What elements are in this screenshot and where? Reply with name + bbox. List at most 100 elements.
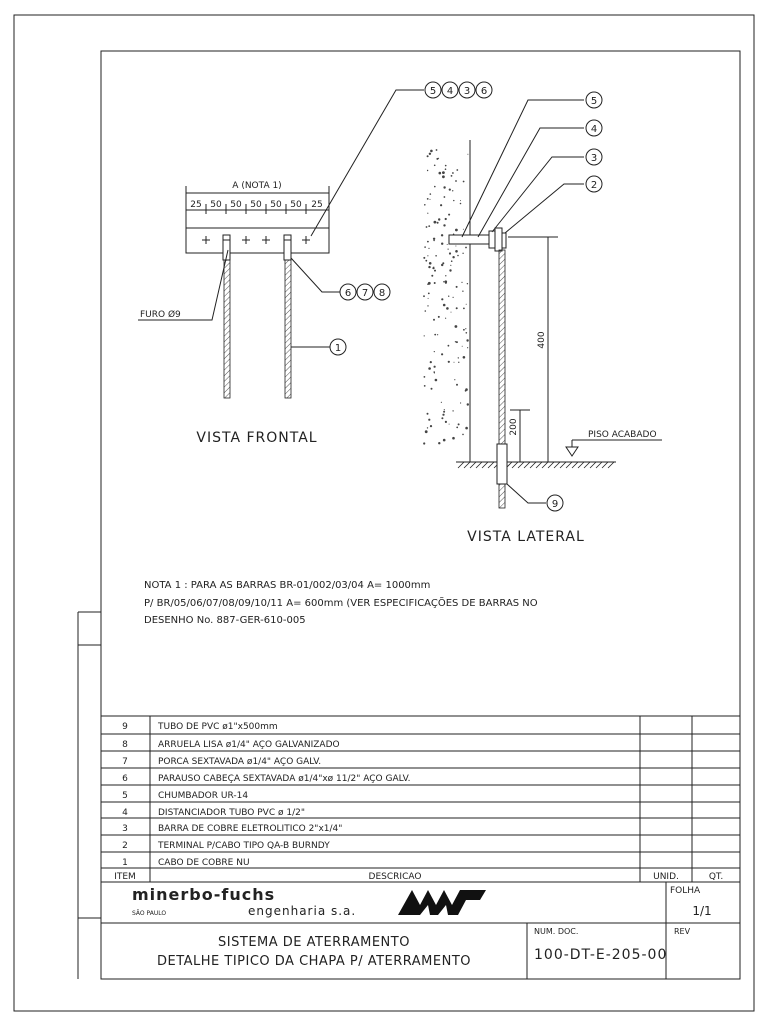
concrete-speck: [441, 298, 444, 301]
front-view-title: VISTA FRONTAL: [196, 430, 317, 446]
concrete-speck: [441, 242, 444, 245]
ground-hatch-line: [469, 461, 477, 469]
concrete-speck: [435, 255, 437, 257]
concrete-speck: [441, 353, 444, 356]
concrete-speck: [427, 212, 429, 214]
concrete-speck: [432, 267, 435, 270]
concrete-speck: [465, 328, 467, 330]
concrete-speck: [455, 228, 458, 232]
concrete-speck: [447, 360, 450, 363]
concrete-speck: [441, 263, 444, 267]
concrete-speck: [426, 412, 429, 415]
part-description: BARRA DE COBRE ELETROLITICO 2"x1/4": [158, 824, 342, 834]
concrete-speck: [443, 281, 445, 283]
ground-hatch-line: [529, 461, 537, 469]
ground-hatch-line: [541, 461, 549, 469]
concrete-speck: [442, 303, 446, 307]
part-description: ARRUELA LISA ø1/4" AÇO GALVANIZADO: [158, 740, 340, 750]
concrete-speck: [455, 307, 458, 310]
concrete-speck: [426, 198, 429, 200]
header-qt: QT.: [709, 872, 723, 882]
concrete-speck: [446, 307, 449, 310]
header-desc: DESCRICAO: [369, 872, 422, 882]
part-item-number: 4: [122, 808, 128, 818]
header-item: ITEM: [114, 872, 136, 882]
concrete-speck: [462, 228, 464, 230]
concrete-speck: [423, 385, 426, 387]
concrete-speck: [455, 250, 458, 253]
balloon-top-4: 6: [481, 86, 487, 97]
balloon-side-4: 4: [591, 124, 597, 135]
part-item-number: 6: [122, 774, 128, 784]
concrete-speck: [433, 164, 436, 167]
concrete-speck: [450, 264, 452, 266]
concrete-speck: [457, 254, 459, 257]
concrete-speck: [463, 307, 465, 310]
doc-number: 100-DT-E-205-00: [534, 947, 667, 963]
concrete-speck: [454, 341, 457, 343]
notes: NOTA 1 : PARA AS BARRAS BR-01/002/03/04 …: [144, 580, 538, 626]
concrete-speck: [442, 438, 446, 442]
balloon-top-2: 4: [447, 86, 453, 97]
ground-hatch-line: [577, 461, 585, 469]
note-line-1: NOTA 1 : PARA AS BARRAS BR-01/002/03/04 …: [144, 580, 430, 591]
concrete-speck: [441, 417, 444, 420]
concrete-speck: [443, 186, 446, 189]
concrete-speck: [434, 269, 436, 272]
concrete-speck: [437, 157, 440, 159]
concrete-speck: [452, 256, 455, 259]
concrete-speck: [423, 335, 425, 337]
front-view: A (NOTA 1) 25 50 50 50 50 50 25: [138, 89, 424, 446]
concrete-speck: [428, 418, 431, 421]
ground-hatch-line: [517, 461, 525, 469]
spacer: [488, 230, 496, 249]
concrete-speck: [443, 196, 446, 198]
balloon-cable: 1: [335, 343, 341, 354]
anchor-bolt: [448, 234, 494, 245]
ground-hatch-line: [595, 461, 603, 469]
mvf-logo: [398, 890, 486, 915]
rev-label: REV: [674, 927, 691, 936]
side-view: 400 200 PISO ACABADO VISTA LATERAL: [423, 99, 662, 545]
concrete-speck: [438, 442, 441, 445]
concrete-speck: [465, 332, 468, 334]
concrete-speck: [456, 383, 458, 386]
part-item-number: 7: [122, 757, 128, 767]
concrete-speck: [455, 285, 458, 288]
note-line-2: P/ BR/05/06/07/08/09/10/11 A= 600mm (VER…: [144, 596, 538, 609]
concrete-speck: [461, 281, 463, 283]
concrete-speck: [450, 175, 453, 177]
dim-200: 200: [509, 418, 519, 435]
ground-hatch-line: [547, 461, 555, 469]
cable-side: [498, 249, 506, 509]
part-description: CABO DE COBRE NU: [158, 858, 250, 868]
concrete-speck: [448, 252, 452, 255]
concrete-speck: [460, 200, 461, 202]
concrete-speck: [465, 388, 468, 391]
dim-seg-4: 50: [250, 200, 262, 210]
balloon-mid-1: 6: [345, 288, 351, 299]
concrete-speck: [428, 262, 432, 265]
concrete-speck: [457, 357, 459, 359]
concrete-speck: [455, 245, 457, 247]
concrete-speck: [453, 199, 455, 202]
ground-hatch-line: [553, 461, 561, 469]
concrete-speck: [433, 282, 436, 284]
concrete-speck: [433, 351, 435, 353]
concrete-speck: [434, 378, 438, 382]
concrete-speck: [447, 344, 450, 347]
concrete-speck: [428, 225, 431, 228]
concrete-speck: [458, 361, 460, 363]
concrete-speck: [428, 265, 431, 269]
concrete-speck: [462, 433, 464, 436]
concrete-speck: [438, 171, 442, 175]
ground-hatch-line: [535, 461, 543, 469]
concrete-speck: [433, 318, 435, 321]
dim-seg-2: 50: [210, 200, 222, 210]
concrete-speck: [425, 226, 428, 228]
concrete-speck: [423, 295, 425, 298]
concrete-speck: [436, 157, 439, 160]
part-item-number: 2: [122, 841, 128, 851]
concrete-speck: [462, 180, 465, 183]
